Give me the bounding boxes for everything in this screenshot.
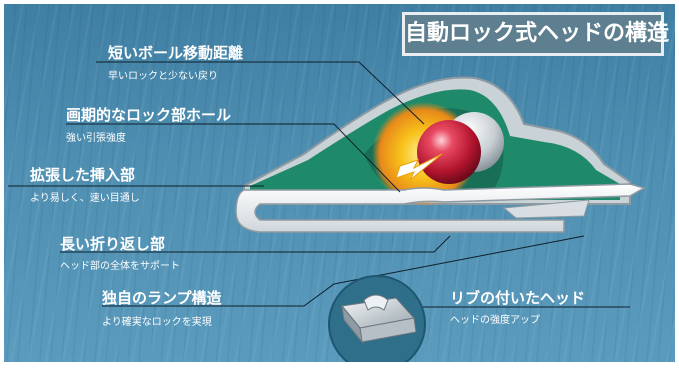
annotation-ball-distance-sub: 早いロックと少ない戻り xyxy=(108,71,218,82)
annotation-lock-hole-sub: 強い引張強度 xyxy=(66,133,126,144)
head-cross-section xyxy=(8,61,646,362)
annotation-insertion: 拡張した挿入部 xyxy=(30,166,136,184)
annotation-ramp: 独自のランプ構造 xyxy=(102,289,222,307)
steel-ball xyxy=(417,120,481,184)
annotation-ribbed-head: リブの付いたヘッド xyxy=(450,289,586,307)
annotation-fold-sub: ヘッド部の全体をサポート xyxy=(60,261,180,272)
annotation-fold: 長い折り返し部 xyxy=(60,235,166,253)
leader-line-5 xyxy=(102,235,585,307)
leader-line-2 xyxy=(66,123,401,193)
diagram-frame: 自動ロック式ヘッドの構造 短いボール移動距離 早いロックと少ない戻り 画期的なロ… xyxy=(4,4,675,362)
lock-arrow-icon xyxy=(395,153,443,181)
ramp-wedge xyxy=(502,199,590,219)
ribbed-head-detail xyxy=(341,294,417,344)
annotation-insertion-sub: より易しく、速い目通し xyxy=(30,193,140,204)
annotation-ramp-sub: より確実なロックを実現 xyxy=(102,317,212,328)
diagram-title: 自動ロック式ヘッドの構造 xyxy=(402,12,669,56)
annotation-ribbed-head-sub: ヘッドの強度アップ xyxy=(450,315,540,326)
annotation-ball-distance: 短いボール移動距離 xyxy=(108,44,244,62)
annotation-lock-hole: 画期的なロック部ホール xyxy=(66,106,232,124)
strap-band xyxy=(235,183,646,233)
leader-line-1 xyxy=(96,61,425,125)
leader-line-4 xyxy=(60,235,451,253)
